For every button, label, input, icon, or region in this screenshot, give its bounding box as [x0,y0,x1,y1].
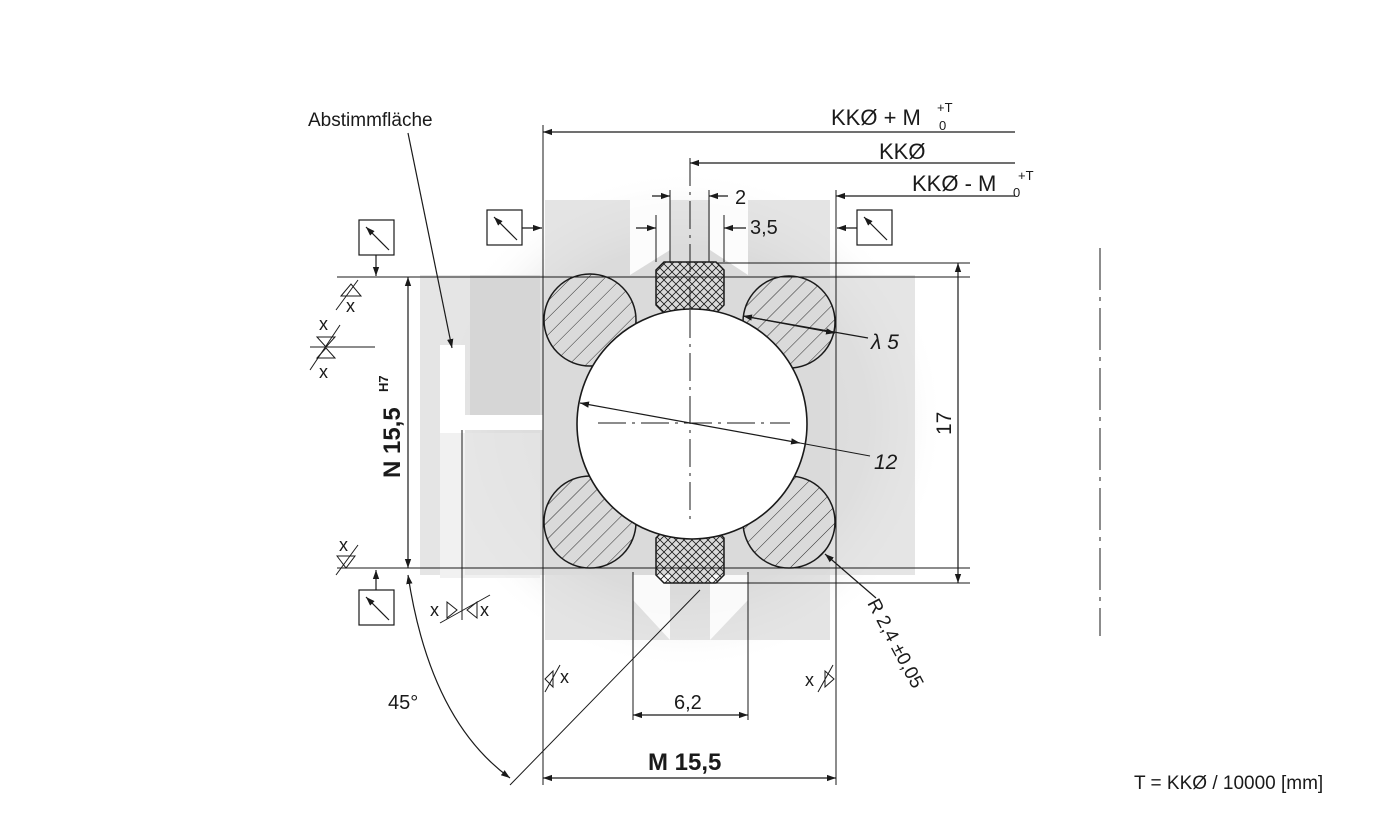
surface-symbol-bottom-right [817,664,835,693]
label-x-left-lower: x [319,362,328,382]
label-angle: 45° [388,692,418,714]
label-kk-plus-sub: 0 [939,118,946,133]
label-n-sup: H7 [376,375,391,392]
label-x-lower-left-a: x [430,600,439,620]
leader-radius [824,553,877,599]
label-x-bottom-left: x [560,667,569,687]
label-radius: R 2,4 ±0,05 [863,595,928,691]
label-dim-6-2: 6,2 [674,692,702,714]
label-lambda: λ 5 [870,331,899,354]
label-m-15-5: M 15,5 [648,749,721,776]
angle-line [509,589,701,786]
surface-symbol-lower-left [439,594,491,624]
label-kk-minus: KKØ - M [912,171,996,196]
label-dim-12: 12 [874,451,898,474]
surface-symbol-left [309,324,375,371]
label-dim-3-5: 3,5 [750,217,778,239]
label-abstimmflaeche: Abstimmfläche [308,110,433,131]
label-kk-plus-sup: +T [937,100,953,115]
gauge-symbol-top-center [486,209,542,246]
label-x-left-upper: x [319,314,328,334]
label-n-15-5: N 15,5 [379,407,406,478]
center-ball [576,308,808,540]
surface-symbol-bottom [335,544,359,576]
gauge-symbol-top-right [837,209,893,246]
angle-arc [406,574,511,779]
leader-abstimm [407,132,454,349]
surface-symbol-bottom-left [544,664,561,693]
label-x-lower-left-b: x [480,600,489,620]
dim-12-line [579,401,801,445]
label-x-top: x [346,296,355,316]
label-formula: T = KKØ / 10000 [mm] [1134,773,1323,794]
label-kk: KKØ [879,139,925,164]
label-x-bottom: x [339,535,348,555]
label-dim-2: 2 [735,187,746,209]
label-kk-minus-sup: +T [1018,168,1034,183]
label-kk-plus: KKØ + M [831,105,921,130]
gauge-symbol-bottom-left [358,570,395,626]
surface-symbol-top [335,279,363,311]
block-top [655,261,725,314]
label-kk-minus-sub: 0 [1013,185,1020,200]
label-x-bottom-right: x [805,670,814,690]
gauge-symbol-top-left [358,219,395,276]
label-dim-17: 17 [933,412,956,435]
